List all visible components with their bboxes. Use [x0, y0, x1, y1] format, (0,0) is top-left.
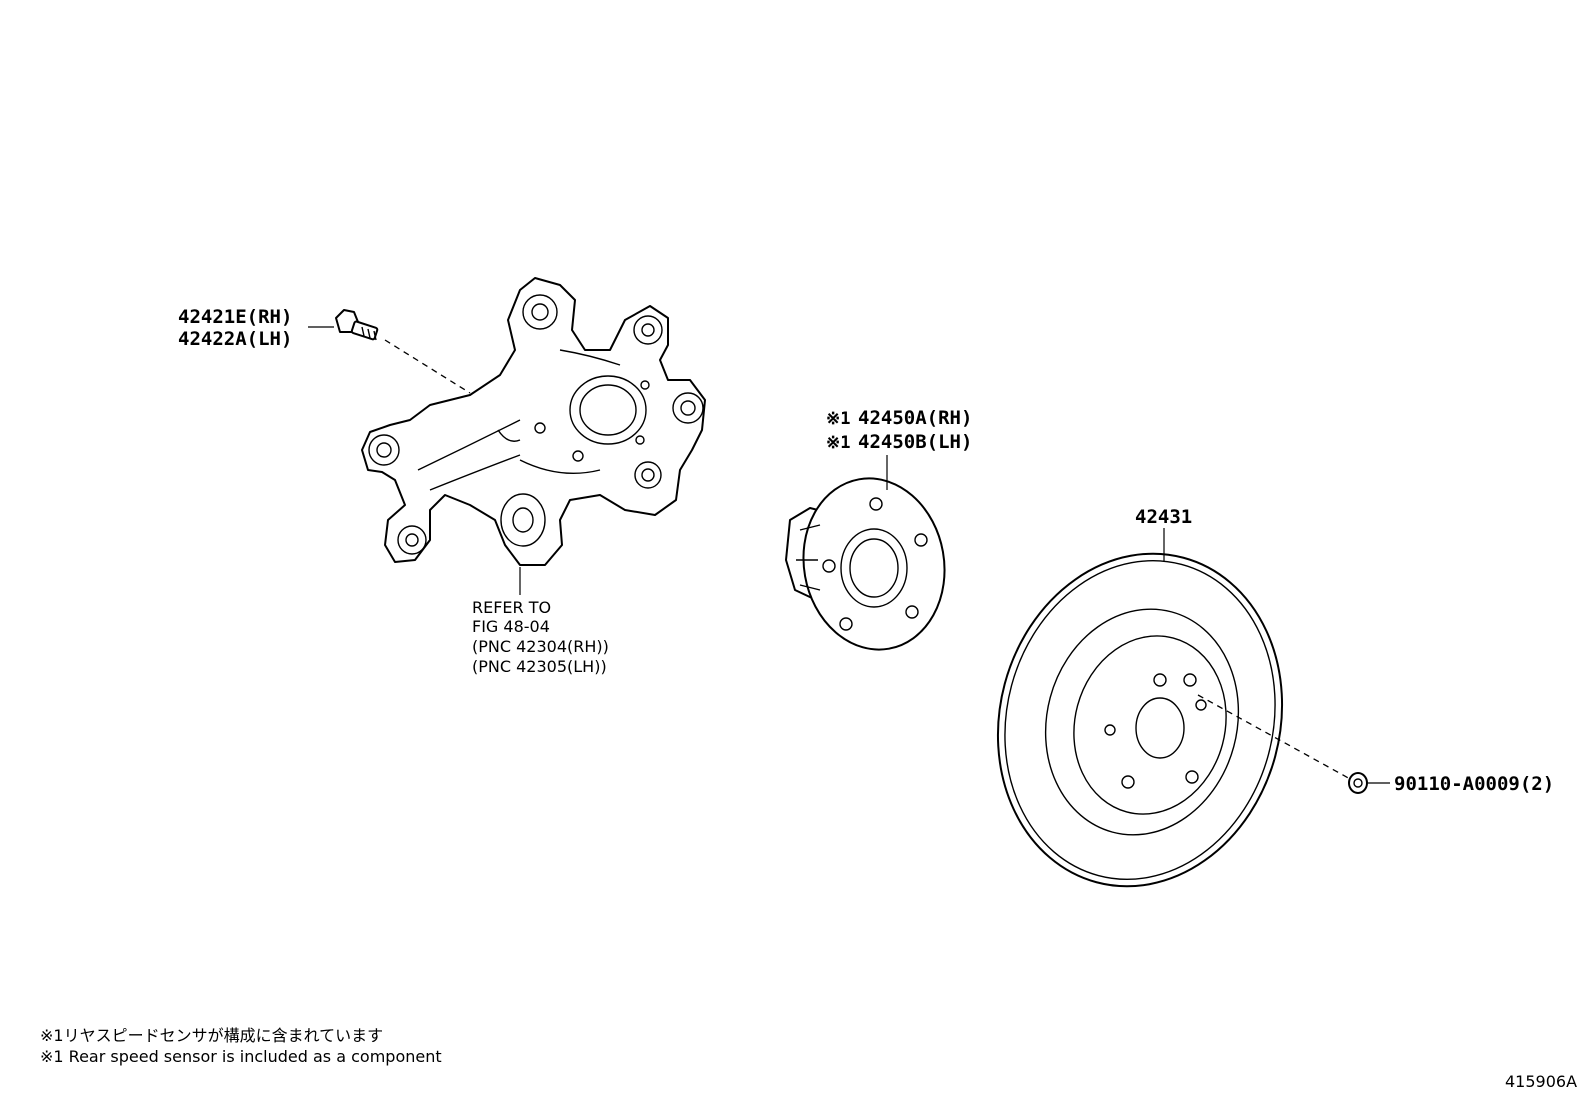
- label-hub-lh[interactable]: 42450B(LH): [858, 431, 972, 453]
- note-english: ※1 Rear speed sensor is included as a co…: [40, 1047, 442, 1066]
- refer-line-3: (PNC 42304(RH)): [472, 637, 609, 656]
- refer-line-1: REFER TO: [472, 598, 551, 617]
- bolt-dashed-guide: [384, 339, 471, 394]
- screw-part[interactable]: [1348, 772, 1368, 794]
- brake-disc-part[interactable]: [961, 521, 1318, 918]
- label-hub-rh[interactable]: 42450A(RH): [858, 407, 972, 429]
- label-screw[interactable]: 90110-A0009(2): [1394, 773, 1554, 795]
- note-japanese: ※1リヤスピードセンサが構成に含まれています: [40, 1026, 383, 1045]
- refer-line-2: FIG 48-04: [472, 617, 550, 636]
- axle-carrier-part[interactable]: [361, 277, 706, 566]
- hub-bearing-part[interactable]: [785, 467, 958, 661]
- figure-id: 415906A: [1505, 1072, 1577, 1091]
- hub-rh-prefix: ※1: [826, 409, 850, 429]
- label-disc[interactable]: 42431: [1135, 506, 1192, 528]
- hub-lh-prefix: ※1: [826, 433, 850, 453]
- refer-line-4: (PNC 42305(LH)): [472, 657, 607, 676]
- bolt-part[interactable]: [335, 309, 379, 341]
- screw-dashed-guide: [1197, 694, 1353, 781]
- label-bolt-lh[interactable]: 42422A(LH): [178, 328, 292, 350]
- label-bolt-rh[interactable]: 42421E(RH): [178, 306, 292, 328]
